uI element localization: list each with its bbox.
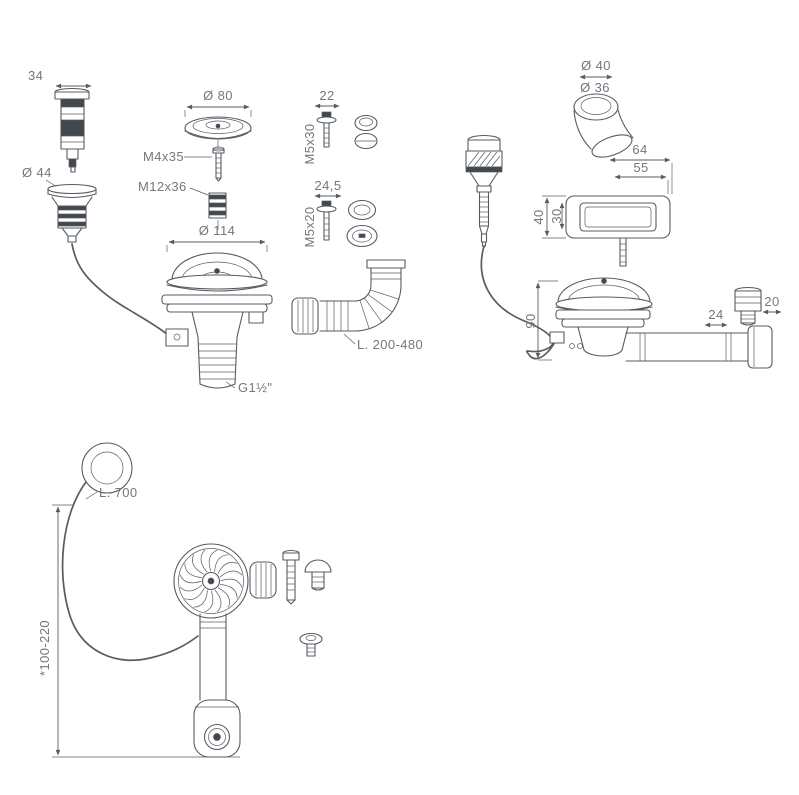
dim-label-64: 64: [632, 142, 647, 157]
overflow-screw-set: 22 M5x30 24,5 M5x20: [302, 88, 378, 248]
dim-label-40: 40: [531, 209, 546, 224]
dim-label-elbow-outer: Ø 40: [581, 58, 611, 73]
cable-flange-part: Ø 44: [22, 165, 169, 336]
cable-actuator-part: [465, 134, 557, 360]
control-cable-left: [71, 243, 169, 336]
overflow-cover-part: 64 55 40 30: [531, 142, 673, 267]
remote-cable: [61, 481, 199, 662]
strainer-cap-part: Ø 80: [184, 88, 252, 148]
dim-label-cap-diameter: Ø 80: [203, 88, 233, 103]
rosette-fittings: [249, 549, 332, 605]
hose-outer-edge: [319, 266, 402, 332]
dim-label-245: 24,5: [315, 178, 342, 193]
rosette-strainer-part: [173, 543, 249, 619]
pipe-plug-part: 24 20: [704, 286, 782, 328]
hose-inner-edge: [319, 266, 372, 302]
stud-m12x36-part: M12x36: [138, 179, 227, 230]
dim-label-24: 24: [708, 307, 723, 322]
dim-label-screw-m4: M4x35: [143, 149, 184, 164]
dim-label-cable-length: L. 700: [99, 485, 138, 500]
dim-label-flange-diameter: Ø 44: [22, 165, 52, 180]
overflow-screw-small-part: [299, 632, 323, 657]
screw-m4x35-part: M4x35: [143, 146, 225, 182]
drain-body-right-part: 90: [523, 277, 773, 369]
dim-label-elbow-inner: Ø 36: [580, 80, 610, 95]
control-cable-right: [480, 245, 557, 360]
dim-label-55: 55: [633, 160, 648, 175]
dim-label-m5x30: M5x30: [302, 123, 317, 164]
dim-label-knob-width: 34: [28, 68, 43, 83]
dim-label-outlet-thread: G1½": [238, 380, 272, 395]
dim-label-m5x20: M5x20: [302, 206, 317, 247]
flexible-hose-part: L. 200-480: [291, 259, 423, 352]
dim-label-90: 90: [523, 313, 538, 328]
drain-body-left-part: G1½": [161, 294, 273, 395]
dim-label-height-range: *100-220: [37, 620, 52, 676]
dim-label-stud-m12: M12x36: [138, 179, 187, 194]
dim-label-basket-diameter: Ø 114: [199, 223, 235, 238]
tailpipe-elbow-part: [193, 613, 241, 758]
overflow-elbow-part: Ø 40 Ø 36: [573, 58, 634, 158]
dim-label-22: 22: [319, 88, 334, 103]
remote-knob-part: L. 700: [61, 442, 199, 662]
dim-label-20: 20: [764, 294, 779, 309]
pull-knob-part: 34: [28, 68, 92, 173]
dim-label-hose-length: L. 200-480: [357, 337, 423, 352]
strainer-basket-part: Ø 114: [166, 223, 268, 292]
